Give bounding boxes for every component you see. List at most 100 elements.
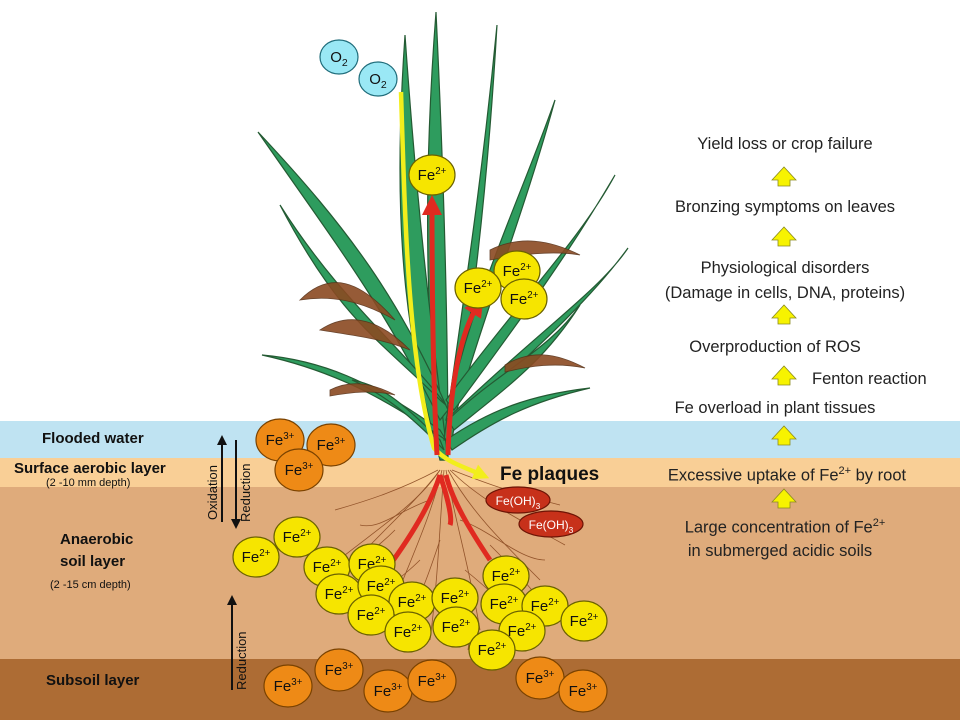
pathway-bronzing: Bronzing symptoms on leaves (674, 198, 896, 216)
ion-label: Fe3+ (266, 431, 295, 449)
fe-uptake-arrows (389, 195, 493, 564)
ion-label: Fe2+ (242, 548, 271, 566)
reduction-label-lower: Reduction (234, 631, 249, 690)
ion-label: Fe2+ (531, 597, 560, 615)
ion-bubble (232, 536, 280, 578)
ion-bubble (432, 606, 480, 648)
excessive-uptake-charge: 2+ (838, 465, 852, 477)
ion-label: Fe3+ (374, 682, 403, 700)
ion-label: Fe2+ (510, 290, 539, 308)
pathway-arrows (771, 166, 797, 509)
pathway-physiological-disorders: Physiological disorders (700, 259, 870, 277)
pathway-damage: (Damage in cells, DNA, proteins) (664, 284, 906, 302)
ferric-ion: Fe3+ (314, 648, 364, 692)
oxidation-label: Oxidation (205, 465, 220, 520)
ferrous-ion: Fe2+ (384, 611, 432, 653)
ion-bubble (384, 611, 432, 653)
excessive-uptake-text: Excessive uptake of Fe (667, 466, 839, 485)
pathway-yield-loss: Yield loss or crop failure (697, 135, 873, 153)
ion-label: Fe2+ (283, 528, 312, 546)
ferrous-ion: Fe2+ (454, 267, 502, 309)
ion-label: Fe2+ (325, 585, 354, 603)
ion-label: Fe2+ (367, 577, 396, 595)
layer-label-surface-aerobic: Surface aerobic layer (14, 460, 166, 477)
pathway-submerged-soils: in submerged acidic soils (687, 542, 873, 560)
layer-label-subsoil: Subsoil layer (46, 672, 140, 689)
ion-label: Fe2+ (478, 641, 507, 659)
ferric-ion: Fe3+ (263, 664, 313, 708)
ferrous-ion: Fe2+ (232, 536, 280, 578)
ferric-ion: Fe3+ (515, 656, 565, 700)
ion-label: O2 (369, 71, 387, 91)
subsoil-band (0, 659, 960, 720)
ion-label: Fe(OH)3 (529, 518, 574, 535)
ferric-ion: Fe3+ (306, 423, 356, 467)
ion-bubble (485, 486, 551, 514)
ion-label: Fe3+ (526, 669, 555, 687)
ion-bubble (558, 669, 608, 713)
ferric-ion: Fe3+ (363, 669, 413, 713)
ion-label: Fe3+ (569, 682, 598, 700)
ion-bubble (408, 154, 456, 196)
ferrous-ion: Fe2+ (432, 606, 480, 648)
layer-label-anaerobic-line1: Anaerobic (60, 531, 134, 548)
oxygen-transport-path (398, 91, 490, 479)
ion-bubble (358, 61, 398, 97)
ion-label: Fe2+ (357, 606, 386, 624)
ion-bubble (314, 648, 364, 692)
ion-label: Fe2+ (441, 589, 470, 607)
ion-label: Fe2+ (570, 612, 599, 630)
ferrous-ion: Fe2+ (388, 581, 436, 623)
ferrous-ion: Fe2+ (273, 516, 321, 558)
oxygen-ion: O2 (358, 61, 398, 97)
ion-label: Fe2+ (313, 558, 342, 576)
ferrous-ion: Fe2+ (560, 600, 608, 642)
ion-bubble (560, 600, 608, 642)
ion-bubble (274, 448, 324, 492)
ion-bubble (454, 267, 502, 309)
ion-label: O2 (330, 49, 348, 69)
fe-plaques-label: Fe plaques (500, 464, 600, 485)
ion-label: Fe2+ (464, 279, 493, 297)
ion-bubble (468, 629, 516, 671)
pathway-fenton: Fenton reaction (812, 370, 927, 388)
ferric-ion: Fe3+ (274, 448, 324, 492)
ion-bubble (347, 594, 395, 636)
pathway-excessive-uptake: Excessive uptake of Fe2+ by root (612, 465, 960, 486)
ion-bubble (319, 39, 359, 75)
ferrous-ion: Fe2+ (347, 594, 395, 636)
pathway-ros: Overproduction of ROS (689, 338, 861, 356)
ion-label: Fe3+ (418, 672, 447, 690)
ion-bubble (500, 278, 548, 320)
ferric-ion: Fe3+ (407, 659, 457, 703)
ion-bubble (518, 510, 584, 538)
layer-label-anaerobic-line2: soil layer (60, 553, 126, 570)
anaerobic-soil-band (0, 487, 960, 659)
ferrous-ion: Fe2+ (431, 577, 479, 619)
rice-plant-leaves (257, 11, 629, 461)
ion-label: Fe2+ (418, 166, 447, 184)
iron-hydroxide-ion: Fe(OH)3 (518, 510, 584, 538)
large-concentration-charge: 2+ (872, 517, 886, 529)
ion-label: Fe(OH)3 (496, 494, 541, 511)
ion-bubble (263, 664, 313, 708)
ion-label: Fe3+ (325, 661, 354, 679)
ion-bubble (407, 659, 457, 703)
ion-bubble (306, 423, 356, 467)
pathway-fe-overload: Fe overload in plant tissues (674, 399, 876, 417)
ferrous-ion: Fe2+ (500, 278, 548, 320)
ion-label: Fe2+ (394, 623, 423, 641)
layer-depth-surface-aerobic: (2 -10 mm depth) (46, 477, 131, 489)
oxygen-ion: O2 (319, 39, 359, 75)
ferrous-ion: Fe2+ (408, 154, 456, 196)
ion-label: Fe2+ (492, 567, 521, 585)
pathway-large-concentration: Large concentration of Fe2+ (610, 517, 960, 538)
ion-label: Fe2+ (398, 593, 427, 611)
ion-label: Fe2+ (442, 618, 471, 636)
layer-label-flooded-water: Flooded water (42, 430, 144, 447)
excessive-uptake-suffix: by root (851, 466, 907, 485)
ion-label: Fe3+ (285, 461, 314, 479)
ferrous-ion: Fe2+ (468, 629, 516, 671)
